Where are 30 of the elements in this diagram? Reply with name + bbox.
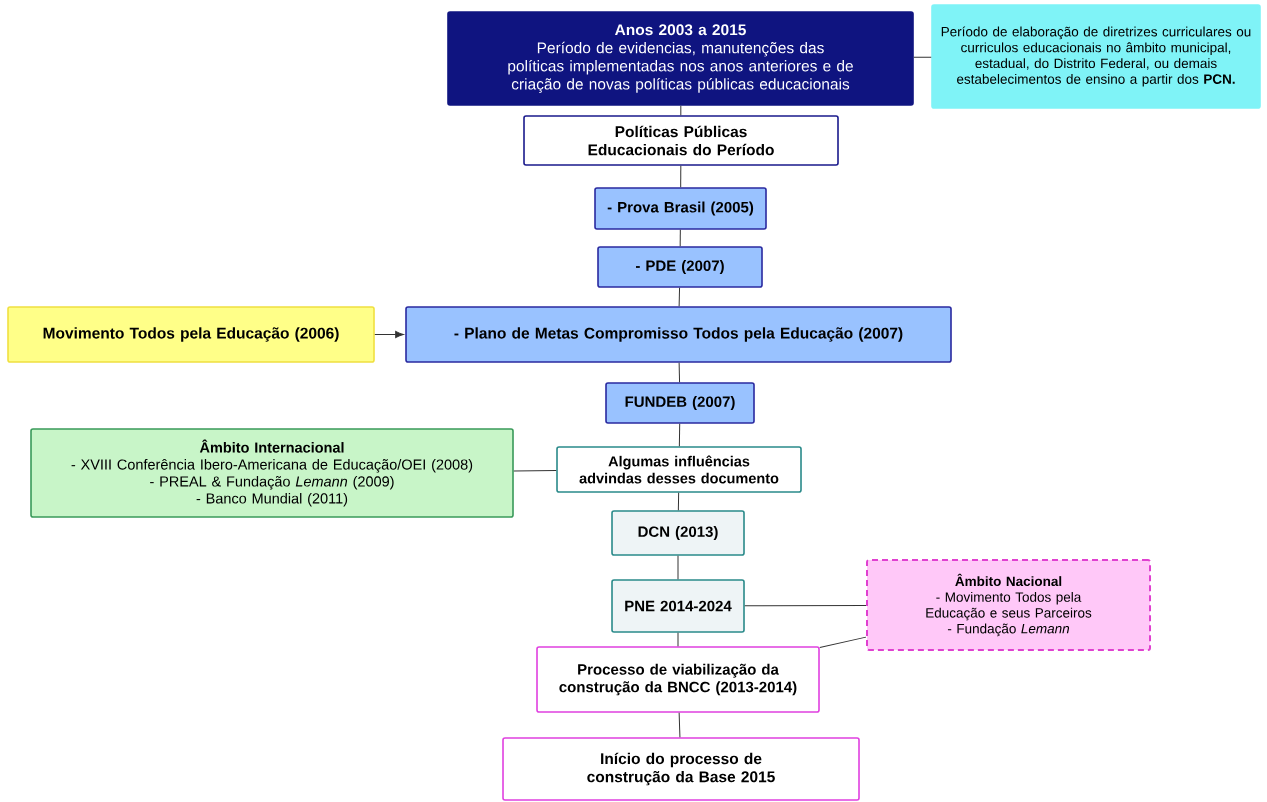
connector (680, 105, 682, 116)
connector (677, 492, 680, 511)
period-box: Anos 2003 a 2015 Período de evidencias, manutenções das políticas implementadas nos anos anteriores e de criação de novas políticas públicas educacionais (447, 11, 914, 106)
connector (677, 632, 679, 647)
influence-box: Âmbito Internacional - XVIII Conferência Ibero-Americana de Educação/OEI (2008) - PREAL & Fundação Lemann (2009) - Banco Mundial (2011) (30, 428, 514, 518)
connector (680, 165, 682, 188)
policy-box: - Plano de Metas Compromisso Todos pela Educação (2007) (405, 306, 952, 363)
connector (678, 423, 681, 447)
policy-box: FUNDEB (2007) (605, 382, 755, 424)
policy-box: DCN (2013) (611, 510, 745, 556)
note-box: Período de elaboração de diretrizes curriculares ou curriculos educacionais no âmbito municipal, estadual, do Distrito Federal, ou demais estabelecimentos de ensino a partir dos PCN. (931, 4, 1261, 109)
policy-box: PNE 2014-2024 (611, 579, 745, 633)
connector (913, 56, 932, 58)
influence-box: Algumas influências advindas desses documento (556, 446, 802, 493)
connector (374, 330, 404, 339)
connector (819, 636, 867, 649)
movement-box: Movimento Todos pela Educação (2006) (7, 306, 375, 363)
connector (678, 712, 681, 738)
connector (678, 287, 681, 307)
connector (677, 555, 679, 580)
connector (513, 470, 557, 472)
policy-box: Políticas Públicas Educacionais do Período (523, 115, 839, 166)
connector (679, 229, 681, 247)
influence-box: Âmbito Nacional - Movimento Todos pela Educação e seus Parceiros - Fundação Lemann (866, 559, 1151, 651)
policy-box: - Prova Brasil (2005) (594, 187, 767, 230)
policy-box: - PDE (2007) (597, 246, 763, 288)
connector (744, 604, 867, 607)
connector (678, 362, 681, 383)
process-box: Processo de viabilização da construção da BNCC (2013-2014) (536, 646, 820, 713)
process-box: Início do processo de construção da Base 2015 (502, 737, 860, 801)
